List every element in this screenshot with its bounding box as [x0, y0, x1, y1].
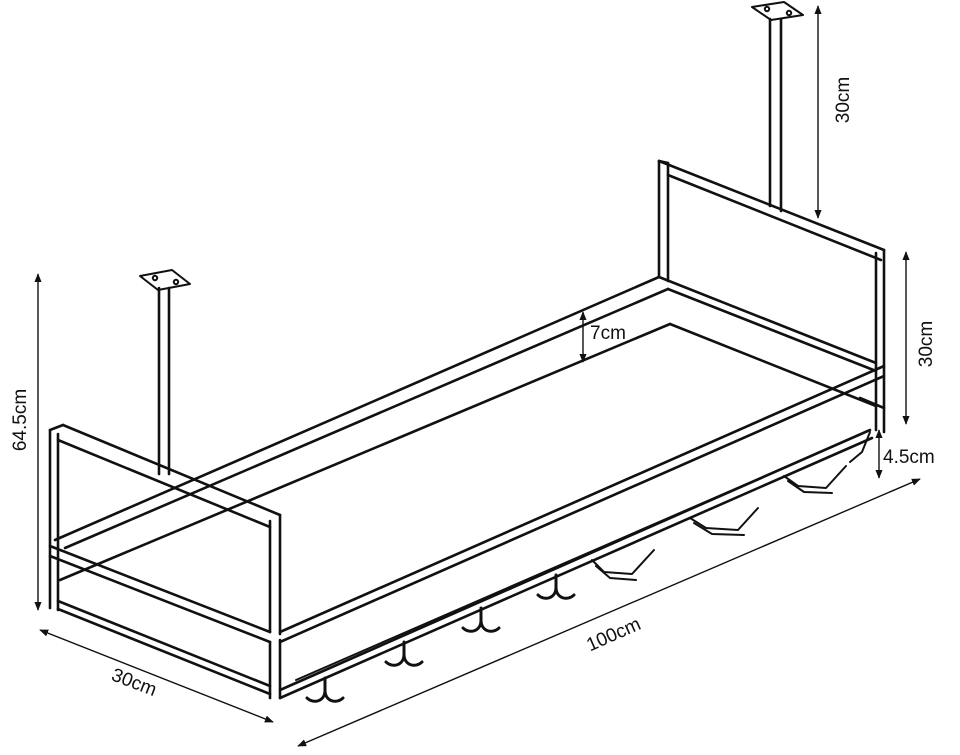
label-glass-rack-depth: 4.5cm — [883, 447, 935, 468]
hook-1 — [305, 676, 345, 703]
left-end-frame — [48, 423, 282, 700]
ceiling-mount-left — [139, 269, 191, 476]
label-width: 30cm — [109, 665, 160, 701]
hook-4 — [536, 573, 576, 600]
dim-line-length — [297, 478, 921, 747]
hook-3 — [461, 606, 501, 633]
label-rod-length: 30cm — [833, 77, 854, 123]
hook-2 — [384, 640, 424, 667]
label-total-height: 64.5cm — [10, 389, 31, 451]
back-long-frame — [53, 275, 878, 582]
ceiling-mount-right — [751, 1, 804, 213]
right-end-frame — [657, 159, 886, 434]
label-frame-height: 30cm — [916, 321, 937, 367]
label-rail-height: 7cm — [590, 323, 626, 344]
dim-line-width — [39, 629, 274, 723]
